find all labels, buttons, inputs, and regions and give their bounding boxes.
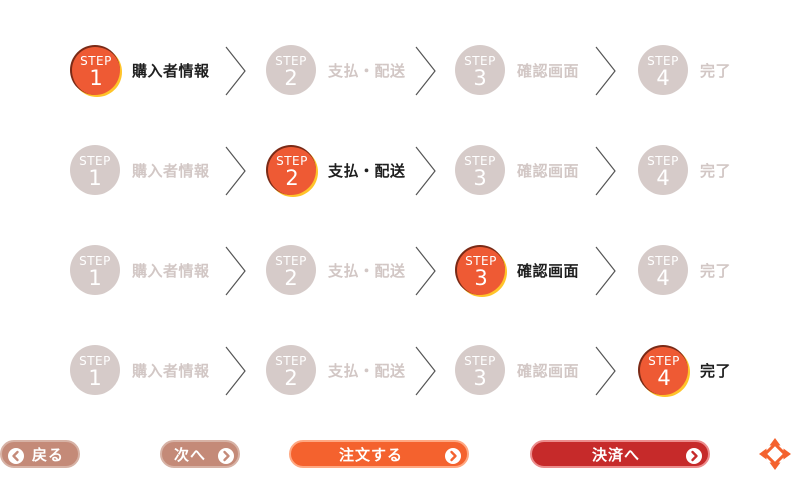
- step-name: 完了: [700, 162, 732, 180]
- step-badge-label: STEP: [647, 154, 679, 168]
- step-badge-label: STEP: [648, 354, 680, 368]
- step-badge-number: 2: [285, 166, 299, 190]
- step-name: 支払・配送: [328, 62, 406, 80]
- step-badge-number: 1: [88, 266, 102, 290]
- step-badge-label: STEP: [276, 154, 308, 168]
- step-badge-label: STEP: [80, 54, 112, 68]
- step-badge-label: STEP: [79, 354, 111, 368]
- step-badge-number: 1: [88, 366, 102, 390]
- step-badge-label: STEP: [647, 54, 679, 68]
- pay-button-label: 決済へ: [592, 446, 641, 464]
- back-button-label: 戻る: [32, 446, 65, 464]
- step-badge-label: STEP: [465, 254, 497, 268]
- scroll-arrows-icon[interactable]: [758, 437, 792, 471]
- step-name: 確認画面: [517, 262, 580, 280]
- step-name: 支払・配送: [328, 362, 406, 380]
- chevron-right-icon: [415, 246, 436, 296]
- step-badge-number: 4: [656, 166, 670, 190]
- chevron-right-icon: [225, 146, 246, 196]
- chevron-right-icon: [595, 146, 616, 196]
- order-button-label: 注文する: [339, 446, 404, 464]
- step-badge-number: 3: [473, 366, 487, 390]
- step-name: 完了: [700, 262, 732, 280]
- step-badge-label: STEP: [79, 154, 111, 168]
- step-badge-number: 4: [656, 66, 670, 90]
- step-badge-label: STEP: [275, 254, 307, 268]
- step-name: 購入者情報: [132, 362, 210, 380]
- step-badge-number: 3: [473, 166, 487, 190]
- chevron-right-icon: [225, 246, 246, 296]
- step-name: 確認画面: [517, 62, 580, 80]
- step-name: 支払・配送: [328, 162, 406, 180]
- arrow-right-circle-icon: [445, 448, 461, 464]
- step-badge-number: 2: [284, 266, 298, 290]
- step-badge-label: STEP: [275, 54, 307, 68]
- step-badge-number: 3: [473, 66, 487, 90]
- step-badge-label: STEP: [464, 154, 496, 168]
- pay-button[interactable]: 決済へ: [530, 440, 710, 468]
- arrow-left-circle-icon: [8, 448, 24, 464]
- chevron-right-icon: [225, 346, 246, 396]
- step-badge-number: 3: [474, 266, 488, 290]
- step-name: 支払・配送: [328, 262, 406, 280]
- step-badge-number: 2: [284, 366, 298, 390]
- chevron-right-icon: [225, 46, 246, 96]
- step-badge-number: 4: [656, 266, 670, 290]
- next-button-label: 次へ: [174, 446, 207, 464]
- step-name: 確認画面: [517, 362, 580, 380]
- step-badge-number: 1: [89, 66, 103, 90]
- step-badge-label: STEP: [79, 254, 111, 268]
- step-badge-label: STEP: [464, 354, 496, 368]
- step-name: 完了: [700, 362, 732, 380]
- arrow-right-circle-icon: [218, 448, 234, 464]
- step-badge-label: STEP: [647, 254, 679, 268]
- chevron-right-icon: [595, 46, 616, 96]
- back-button[interactable]: 戻る: [0, 440, 80, 468]
- order-button[interactable]: 注文する: [289, 440, 469, 468]
- step-badge-label: STEP: [275, 354, 307, 368]
- step-badge-label: STEP: [464, 54, 496, 68]
- chevron-right-icon: [595, 346, 616, 396]
- arrow-right-circle-icon: [686, 448, 702, 464]
- chevron-right-icon: [415, 346, 436, 396]
- chevron-right-icon: [595, 246, 616, 296]
- step-badge-number: 1: [88, 166, 102, 190]
- chevron-right-icon: [415, 146, 436, 196]
- step-badge-number: 2: [284, 66, 298, 90]
- step-name: 完了: [700, 62, 732, 80]
- next-button[interactable]: 次へ: [160, 440, 240, 468]
- step-name: 購入者情報: [132, 62, 210, 80]
- step-name: 購入者情報: [132, 262, 210, 280]
- step-name: 確認画面: [517, 162, 580, 180]
- chevron-right-icon: [415, 46, 436, 96]
- step-name: 購入者情報: [132, 162, 210, 180]
- step-badge-number: 4: [657, 366, 671, 390]
